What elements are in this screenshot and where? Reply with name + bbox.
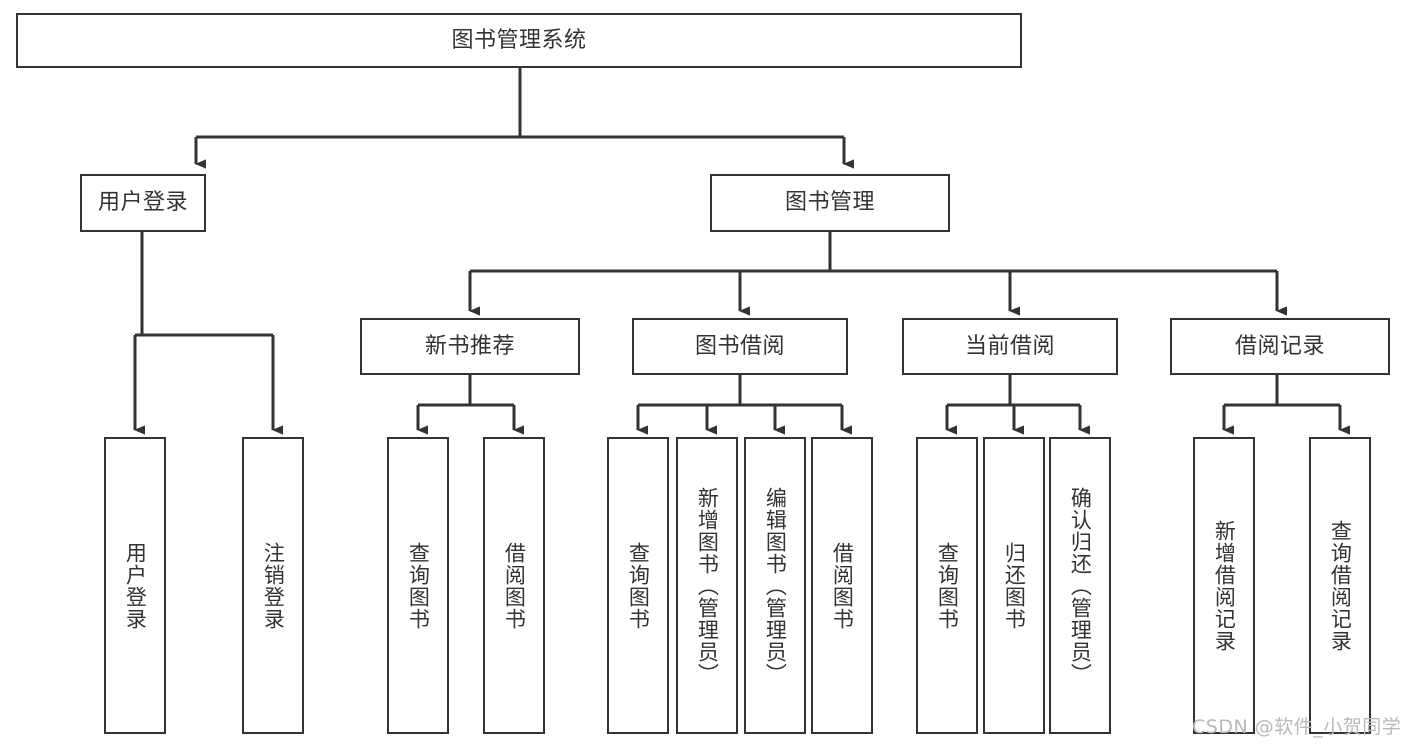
node-book-borrow[interactable]: 图书借阅 bbox=[632, 318, 848, 375]
node-borrow-record[interactable]: 借阅记录 bbox=[1170, 318, 1390, 375]
node-label: 图书借阅 bbox=[694, 333, 785, 359]
node-root-system[interactable]: 图书管理系统 bbox=[16, 13, 1022, 68]
node-label: 用户登录 bbox=[123, 541, 148, 630]
leaf-query-book-borrow[interactable]: 查询图书 bbox=[607, 437, 669, 734]
node-label: 查询图书 bbox=[406, 541, 431, 630]
leaf-logout-login[interactable]: 注销登录 bbox=[242, 437, 304, 734]
leaf-add-borrow-record[interactable]: 新增借阅记录 bbox=[1193, 437, 1255, 734]
leaf-borrow-book-recommend[interactable]: 借阅图书 bbox=[483, 437, 545, 734]
leaf-query-book-current[interactable]: 查询图书 bbox=[916, 437, 978, 734]
node-user-login[interactable]: 用户登录 bbox=[80, 174, 206, 232]
node-label: 新增图书（管理员） bbox=[695, 486, 720, 685]
node-label: 编辑图书（管理员） bbox=[763, 486, 788, 685]
node-label: 查询图书 bbox=[626, 541, 651, 630]
leaf-query-borrow-record[interactable]: 查询借阅记录 bbox=[1309, 437, 1371, 734]
node-label: 归还图书 bbox=[1002, 541, 1027, 630]
node-label: 借阅图书 bbox=[830, 541, 855, 630]
leaf-query-book-recommend[interactable]: 查询图书 bbox=[387, 437, 449, 734]
node-label: 查询借阅记录 bbox=[1328, 519, 1353, 652]
node-label: 新书推荐 bbox=[424, 333, 515, 359]
node-label: 图书管理系统 bbox=[451, 27, 587, 53]
leaf-add-book-admin[interactable]: 新增图书（管理员） bbox=[676, 437, 738, 734]
leaf-edit-book-admin[interactable]: 编辑图书（管理员） bbox=[744, 437, 806, 734]
node-book-management[interactable]: 图书管理 bbox=[710, 174, 950, 232]
leaf-borrow-book[interactable]: 借阅图书 bbox=[811, 437, 873, 734]
node-label: 注销登录 bbox=[261, 541, 286, 630]
node-label: 确认归还（管理员） bbox=[1068, 486, 1093, 685]
node-label: 当前借阅 bbox=[964, 333, 1055, 359]
node-label: 新增借阅记录 bbox=[1212, 519, 1237, 652]
node-label: 查询图书 bbox=[935, 541, 960, 630]
leaf-return-book[interactable]: 归还图书 bbox=[983, 437, 1045, 734]
node-label: 借阅图书 bbox=[502, 541, 527, 630]
node-label: 用户登录 bbox=[97, 190, 188, 216]
leaf-user-login[interactable]: 用户登录 bbox=[104, 437, 166, 734]
node-current-borrow[interactable]: 当前借阅 bbox=[902, 318, 1118, 375]
leaf-confirm-return-admin[interactable]: 确认归还（管理员） bbox=[1049, 437, 1111, 734]
node-label: 图书管理 bbox=[784, 190, 875, 216]
node-new-book-recommend[interactable]: 新书推荐 bbox=[360, 318, 580, 375]
node-label: 借阅记录 bbox=[1234, 333, 1325, 359]
